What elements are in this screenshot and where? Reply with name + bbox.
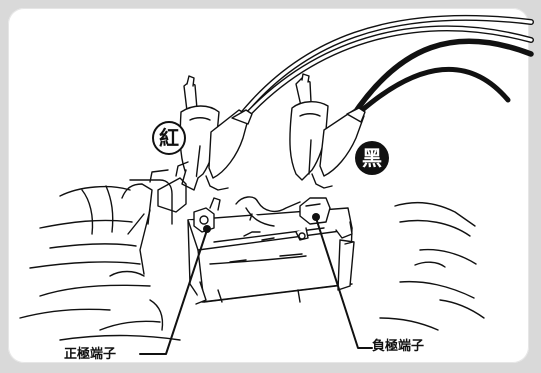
positive-leader-dot <box>203 225 211 233</box>
black-clamp-label: 黑 <box>362 146 382 170</box>
black-clamp-badge: 黑 <box>355 141 389 175</box>
positive-leader-line <box>139 229 208 355</box>
battery-bracket <box>127 161 189 275</box>
leader-lines <box>139 213 373 355</box>
red-clamp-label: 紅 <box>159 126 179 150</box>
negative-terminal <box>235 196 331 241</box>
negative-terminal-label: 負極端子 <box>372 339 425 354</box>
engine-bay-lines <box>19 169 485 341</box>
negative-leader-line <box>315 217 373 349</box>
negative-leader-dot <box>312 213 320 221</box>
black-clamp <box>289 73 366 189</box>
red-clamp <box>179 75 253 191</box>
red-clamp-badge: 紅 <box>152 121 186 155</box>
battery-body <box>187 207 355 305</box>
cable-wires <box>234 14 534 124</box>
positive-terminal-label: 正極端子 <box>64 347 117 362</box>
